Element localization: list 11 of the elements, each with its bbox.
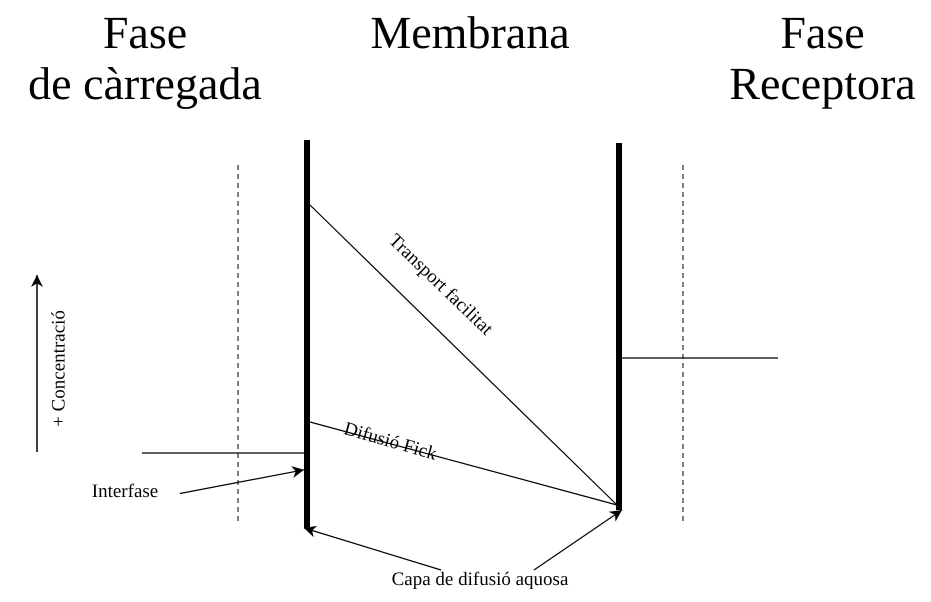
leader-line xyxy=(534,510,622,570)
layer-label: Capa de difusió aquosa xyxy=(330,570,630,591)
leader-line xyxy=(180,466,304,494)
phase-heading: Fase de càrregada xyxy=(27,8,263,110)
axis-label: + Concentració xyxy=(50,309,70,429)
membrane-wall xyxy=(616,143,622,510)
leader-line xyxy=(304,526,442,571)
membrane-wall xyxy=(304,140,310,528)
membrane-heading: Membrana xyxy=(369,8,571,59)
phase-heading: Fase Receptora xyxy=(728,8,917,110)
interface-label: Interfase xyxy=(70,482,180,503)
